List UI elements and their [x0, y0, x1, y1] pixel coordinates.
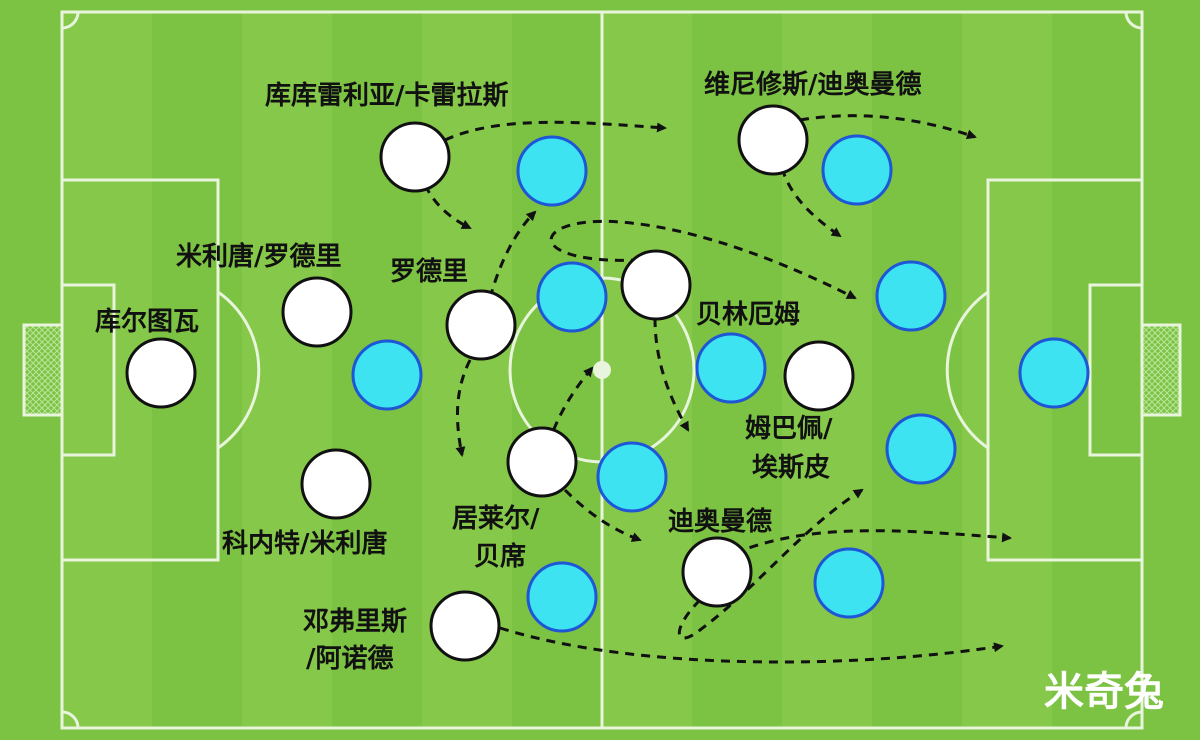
arrow-guler-right — [563, 488, 642, 542]
label-mbappe: 姆巴佩/ — [745, 414, 833, 444]
home-player-guler — [506, 426, 578, 498]
home-player-diomande — [681, 536, 753, 608]
home-player-mbappe — [783, 340, 855, 412]
away-player — [695, 332, 767, 404]
away-player — [516, 135, 588, 207]
label-arnold: /阿诺德 — [306, 644, 394, 674]
center-spot — [593, 361, 611, 379]
label-guler: 居莱尔/ — [452, 503, 540, 534]
left-goal — [22, 323, 64, 417]
arrow-diomande-loop — [677, 488, 864, 640]
arrow-diomande-wide — [719, 529, 1012, 562]
away-player — [596, 441, 668, 513]
home-goalkeeper — [125, 337, 197, 409]
away-player — [885, 413, 957, 485]
label-diomande: 迪奥曼德 — [668, 506, 772, 537]
label-bellingham: 贝林厄姆 — [696, 300, 800, 330]
home-player-vinicius — [737, 104, 809, 176]
arrow-rodri-up — [488, 210, 537, 299]
movement-arrows — [423, 114, 1012, 664]
away-player — [526, 561, 598, 633]
label-espi: 埃斯皮 — [752, 453, 830, 483]
arrow-guler-up — [546, 366, 594, 446]
away-player — [813, 547, 885, 619]
home-player-kone — [300, 448, 372, 520]
watermark: 米奇兔 — [1044, 669, 1164, 715]
away-player — [351, 339, 423, 411]
arrow-koukou-forward — [444, 120, 667, 142]
home-player-dengfu — [429, 590, 501, 662]
arrow-midfield-loop — [549, 219, 857, 300]
label-koukou: 库库雷利亚/卡雷拉斯 — [265, 80, 509, 111]
label-militao-rodri: 米利唐/罗德里 — [176, 241, 342, 272]
home-player-militao — [281, 276, 353, 348]
label-dengfu: 邓弗里斯 — [303, 607, 407, 637]
arrow-rodri-down — [455, 359, 472, 457]
away-player — [875, 260, 947, 332]
arrow-koukou-inside — [423, 184, 472, 230]
label-vinicius: 维尼修斯/迪奥曼德 — [704, 69, 922, 100]
arrow-vinicius-forward — [799, 114, 977, 140]
home-players — [125, 104, 855, 662]
away-player — [821, 134, 893, 206]
player-labels: 库库雷利亚/卡雷拉斯 维尼修斯/迪奥曼德 米利唐/罗德里 罗德里 库尔图瓦 贝林… — [95, 69, 922, 674]
label-rodri: 罗德里 — [390, 257, 468, 287]
away-players — [351, 134, 1090, 633]
label-beixi: 贝席 — [474, 541, 526, 572]
label-courtois: 库尔图瓦 — [95, 306, 199, 337]
home-player-rodri — [445, 289, 517, 361]
right-goal — [1140, 323, 1182, 417]
away-goalkeeper — [1018, 337, 1090, 409]
arrow-dengfu-forward — [499, 626, 1004, 664]
home-player-koukou — [379, 121, 451, 193]
home-player-center — [620, 249, 692, 321]
arrow-vinicius-inside — [780, 167, 842, 238]
label-kone: 科内特/米利唐 — [222, 528, 388, 559]
away-player — [536, 261, 608, 333]
